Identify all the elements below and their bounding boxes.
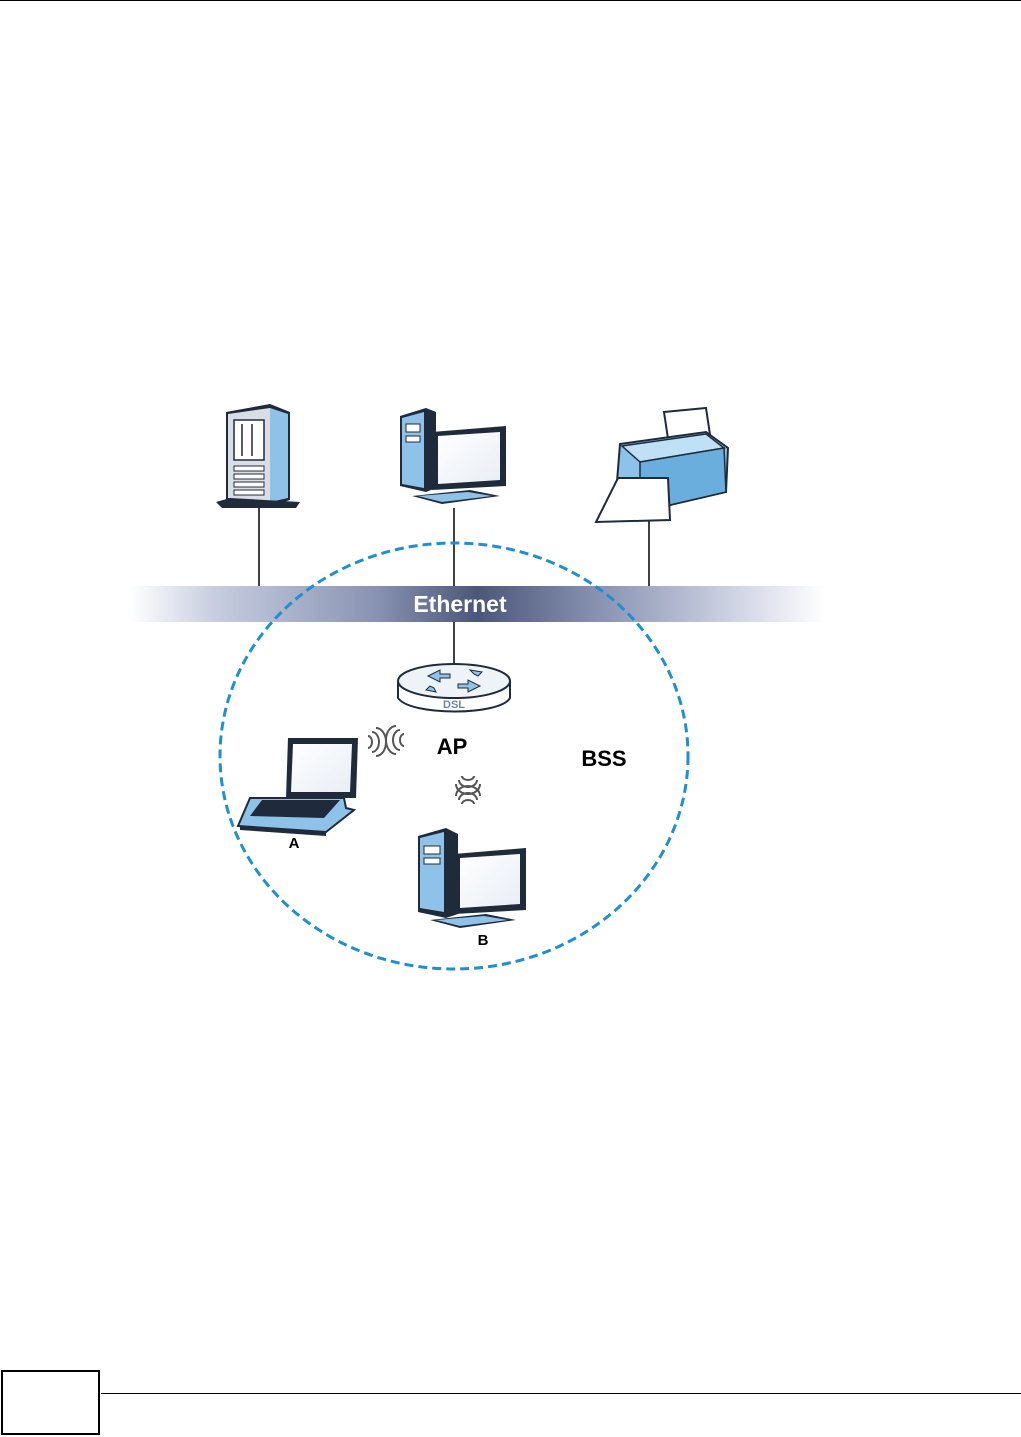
printer-icon <box>596 408 728 522</box>
desktop-computer-icon <box>400 408 506 504</box>
laptop-a-label: A <box>289 835 300 852</box>
client-b-label: B <box>478 932 489 949</box>
ap-label: AP <box>437 734 468 759</box>
page-number-box <box>1 1370 100 1435</box>
footer-rule <box>101 1393 1021 1394</box>
ethernet-label: Ethernet <box>413 591 507 617</box>
server-icon <box>216 404 300 508</box>
bss-label: BSS <box>581 746 626 771</box>
dsl-router-icon: DSL <box>398 664 510 712</box>
ethernet-bus: Ethernet <box>130 586 825 622</box>
client-computer-icon <box>418 828 526 928</box>
laptop-icon <box>238 738 358 836</box>
router-label: DSL <box>443 699 465 711</box>
